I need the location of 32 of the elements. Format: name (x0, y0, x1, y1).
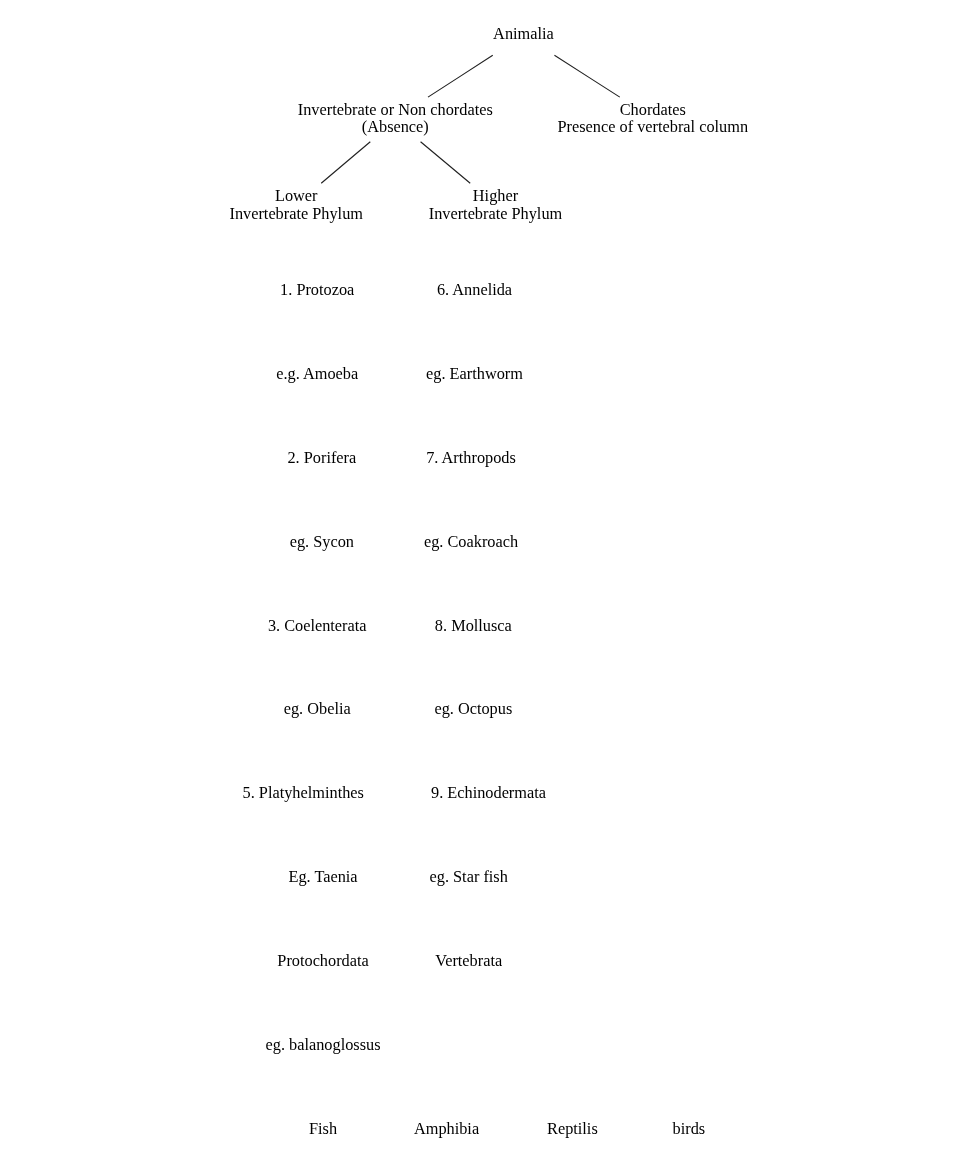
label: eg. Obelia (283, 699, 351, 719)
connector (426, 54, 493, 98)
label: Protochordata (276, 951, 369, 971)
label: eg. Earthworm (425, 363, 523, 383)
label: Eg. Taenia (287, 867, 358, 887)
label: 5. Platyhelminthes (242, 783, 364, 803)
label: Reptilis (546, 1118, 598, 1138)
connector (553, 54, 620, 98)
node-text: Lower Invertebrate Phylum (228, 186, 363, 223)
label: 3. Coelenterata (267, 615, 367, 635)
label: 7. Arthropods (425, 447, 516, 467)
label: 9. Echinodermata (430, 783, 546, 803)
node-text: Higher Invertebrate Phylum (428, 186, 562, 223)
label: eg. balanoglossus (265, 1035, 381, 1055)
node-text: Chordates Presence of vertebral column (557, 99, 748, 137)
connector (320, 141, 371, 184)
label: Vertebrata (434, 951, 502, 971)
label: 6. Annelida (436, 280, 512, 299)
node-text: Invertebrate or Non chordates (Absence) (297, 99, 493, 137)
connector (419, 141, 471, 184)
label: birds (672, 1118, 705, 1138)
label: Amphibia (413, 1118, 479, 1138)
node-text: Animalia (492, 23, 554, 43)
label: eg. Star fish (429, 867, 508, 887)
label: e.g. Amoeba (275, 363, 358, 383)
label: 8. Mollusca (434, 615, 512, 635)
label: eg. Sycon (289, 531, 354, 551)
label: eg. Coakroach (423, 531, 518, 551)
label: eg. Octopus (433, 699, 512, 719)
label: Fish (308, 1118, 337, 1138)
label: 2. Porifera (286, 447, 356, 467)
label: 1. Protozoa (279, 280, 354, 299)
